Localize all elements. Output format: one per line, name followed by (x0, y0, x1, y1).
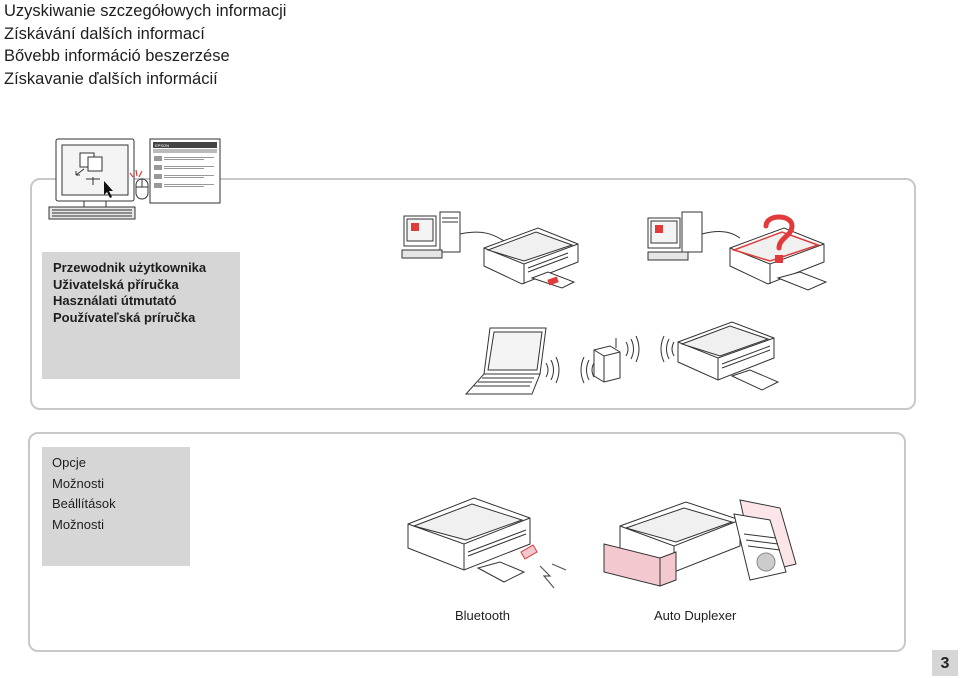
duplexer-caption: Auto Duplexer (654, 608, 737, 623)
printer-icon (677, 321, 780, 391)
wifi-signal-router-right-icon (625, 335, 640, 363)
duplexer-icon (603, 499, 797, 587)
laptop-icon (464, 327, 547, 395)
pc-usb-printer-illustration (401, 211, 579, 289)
title-pl: Uzyskiwanie szczegółowych informacji (4, 2, 287, 20)
wireless-router-icon (593, 338, 621, 383)
user-guide-document-icon: EPSON (149, 138, 221, 204)
mouse-click-icon (129, 169, 149, 200)
question-mark-icon (763, 214, 795, 263)
options-name-pl: Opcje (52, 455, 86, 470)
manual-name-cs: Uživatelská příručka (53, 276, 179, 292)
bluetooth-signal-icon (539, 563, 567, 589)
bluetooth-printer-icon (407, 497, 538, 583)
title-cs: Získávání dalších informací (4, 24, 205, 43)
user-guide-panel (30, 178, 916, 410)
options-panel (28, 432, 906, 652)
pc-printer-question-illustration (647, 211, 828, 291)
title-sk: Získavanie ďalších informácií (4, 69, 218, 88)
wifi-signal-router-left-icon (580, 356, 595, 384)
manual-names-box: Przewodnik użytkownika Uživatelská příru… (42, 252, 240, 379)
title-block: Uzyskiwanie szczegółowych informacji Zís… (4, 0, 286, 90)
wifi-signal-printer-icon (660, 335, 675, 363)
options-name-sk: Možnosti (52, 516, 105, 532)
options-names-box: Opcje Možnosti Beállítások Možnosti (42, 447, 190, 566)
title-hu: Bővebb információ beszerzése (4, 47, 230, 65)
options-name-cs: Možnosti (52, 475, 105, 491)
bluetooth-caption: Bluetooth (455, 608, 510, 623)
manual-name-sk: Používateľská príručka (53, 309, 196, 325)
manual-name-pl: Przewodnik użytkownika (53, 260, 207, 275)
page-number: 3 (932, 650, 958, 676)
wifi-signal-laptop-icon (545, 356, 560, 384)
computer-icon (48, 138, 136, 220)
svg-text:EPSON: EPSON (155, 143, 169, 148)
manual-name-hu: Használati útmutató (53, 293, 177, 308)
options-name-hu: Beállítások (52, 496, 116, 511)
